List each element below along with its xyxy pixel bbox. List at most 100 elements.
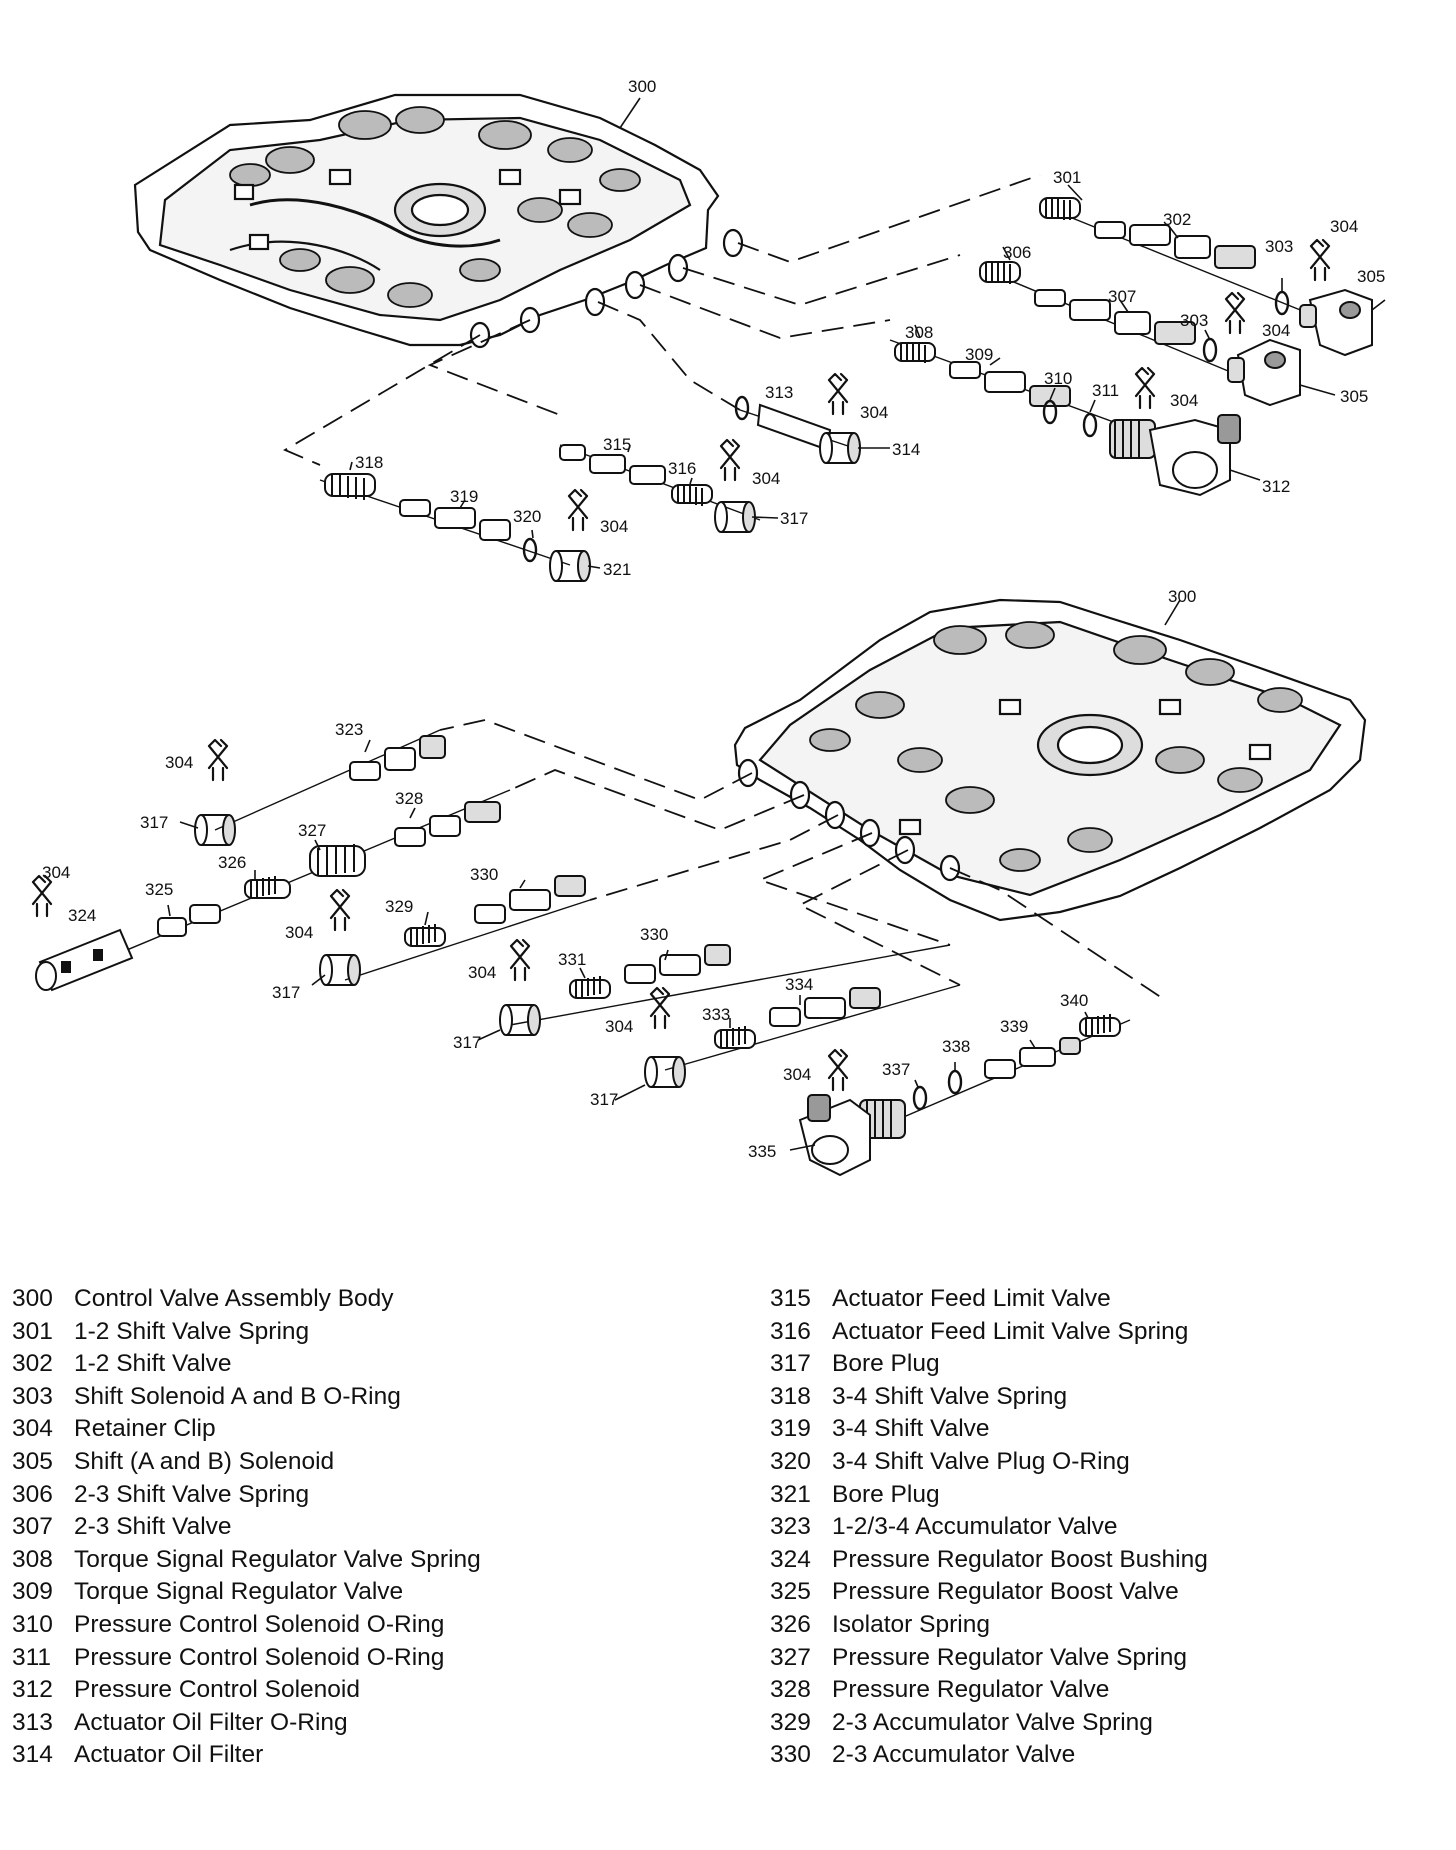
exploded-parts-diagram: 300 301 302 303 304 305 306 307 303 304 … (31, 77, 1386, 1177)
legend-label: Shift (A and B) Solenoid (74, 1447, 335, 1475)
callout-304-j: 304 (468, 963, 496, 982)
legend-number: 318 (770, 1382, 811, 1410)
legend-label: 2-3 Accumulator Valve Spring (832, 1708, 1153, 1736)
legend-label: 2-3 Accumulator Valve (832, 1741, 1076, 1769)
callout-320: 320 (513, 507, 541, 526)
legend-label: Control Valve Assembly Body (74, 1285, 394, 1312)
legend-label: Bore Plug (832, 1480, 940, 1508)
legend-number: 319 (770, 1415, 811, 1443)
legend-label: 3-4 Shift Valve Spring (832, 1382, 1068, 1410)
valve-323 (349, 735, 446, 781)
legend-number: 309 (12, 1578, 53, 1606)
callout-303-b: 303 (1180, 311, 1208, 330)
legend-label: Torque Signal Regulator Valve Spring (74, 1545, 481, 1573)
callout-304-a: 304 (1330, 217, 1358, 236)
valve-330b (624, 944, 731, 984)
callout-304-c: 304 (1170, 391, 1198, 410)
legend-item: 318 3-4 Shift Valve Spring (770, 1381, 1208, 1414)
legend-number: 302 (12, 1350, 53, 1378)
bushing-324 (35, 928, 134, 992)
callout-330-a: 330 (470, 865, 498, 884)
callout-329: 329 (385, 897, 413, 916)
legend-number: 312 (12, 1676, 53, 1704)
callout-304-e: 304 (752, 469, 780, 488)
valve-309 (949, 361, 1071, 407)
legend-number: 329 (770, 1708, 811, 1736)
valve-302 (1094, 221, 1256, 269)
actuator-oil-filter-314 (756, 403, 861, 464)
legend-number: 301 (12, 1317, 53, 1345)
legend-label: 1-2 Shift Valve (74, 1350, 232, 1378)
legend-number: 316 (770, 1317, 811, 1345)
callout-334: 334 (785, 975, 813, 994)
callout-340: 340 (1060, 991, 1088, 1010)
lower-valve-body (733, 598, 1367, 922)
callout-321: 321 (603, 560, 631, 579)
callout-339: 339 (1000, 1017, 1028, 1036)
callout-338: 338 (942, 1037, 970, 1056)
valve-334 (769, 987, 881, 1027)
solenoid-305b (1227, 338, 1301, 407)
callout-314: 314 (892, 440, 920, 459)
valve-328 (394, 801, 501, 847)
spring-301 (1039, 197, 1081, 220)
valve-319 (399, 499, 511, 541)
legend-number: 325 (770, 1578, 811, 1606)
callout-304-f: 304 (600, 517, 628, 536)
callout-300-upper: 300 (628, 77, 656, 96)
callout-319: 319 (450, 487, 478, 506)
callout-304-l: 304 (783, 1065, 811, 1084)
spring-331 (569, 976, 611, 999)
legend-number: 313 (12, 1708, 53, 1736)
legend-number: 317 (770, 1350, 811, 1378)
callout-304-k: 304 (605, 1017, 633, 1036)
legend-number: 311 (12, 1643, 52, 1671)
legend-number: 305 (12, 1447, 53, 1475)
legend-label: Pressure Regulator Boost Bushing (832, 1545, 1208, 1573)
callout-316: 316 (668, 459, 696, 478)
legend-number: 327 (770, 1643, 811, 1671)
spring-333 (714, 1026, 756, 1049)
legend-number: 303 (12, 1382, 53, 1410)
callout-317-d: 317 (453, 1033, 481, 1052)
callout-317-a: 317 (780, 509, 808, 528)
valve-315 (559, 444, 666, 485)
legend-label: Pressure Regulator Valve (832, 1676, 1110, 1704)
callout-numbers: 300 301 302 303 304 305 306 307 303 304 … (42, 77, 1385, 1161)
legend-number: 308 (12, 1545, 53, 1573)
callout-317-b: 317 (140, 813, 168, 832)
callout-315: 315 (603, 435, 631, 454)
legend-label: Actuator Feed Limit Valve Spring (832, 1317, 1189, 1345)
callout-307: 307 (1108, 287, 1136, 306)
callout-337: 337 (882, 1060, 910, 1079)
callout-308: 308 (905, 323, 933, 342)
legend-label: 1-2/3-4 Accumulator Valve (832, 1513, 1118, 1541)
spring-326 (244, 876, 291, 899)
legend-number: 307 (12, 1513, 53, 1541)
callout-305-b: 305 (1340, 387, 1368, 406)
spring-308 (894, 342, 936, 363)
callout-313: 313 (765, 383, 793, 402)
callout-324: 324 (68, 906, 96, 925)
callout-304-i: 304 (285, 923, 313, 942)
callout-317-e: 317 (590, 1090, 618, 1109)
legend-label: 2-3 Shift Valve Spring (74, 1480, 310, 1508)
legend-number: 330 (770, 1741, 811, 1769)
legend-number: 314 (12, 1741, 53, 1769)
